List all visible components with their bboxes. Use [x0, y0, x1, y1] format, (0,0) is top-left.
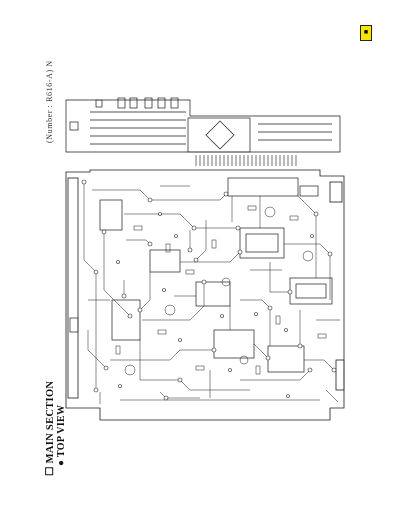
passive-components [115, 205, 327, 376]
main-board [65, 169, 345, 421]
page-marker: ■ [360, 25, 372, 41]
section-subtitle: ● TOP VIEW [56, 404, 67, 466]
edge-connector [195, 155, 297, 166]
solder-pads [81, 179, 337, 401]
upper-board [65, 97, 341, 153]
pcb-number-label: (Number : R616-A) N [45, 60, 54, 143]
copper-traces [83, 182, 340, 404]
section-title: ☐ MAIN SECTION [45, 380, 56, 476]
ic-packages [69, 177, 333, 373]
